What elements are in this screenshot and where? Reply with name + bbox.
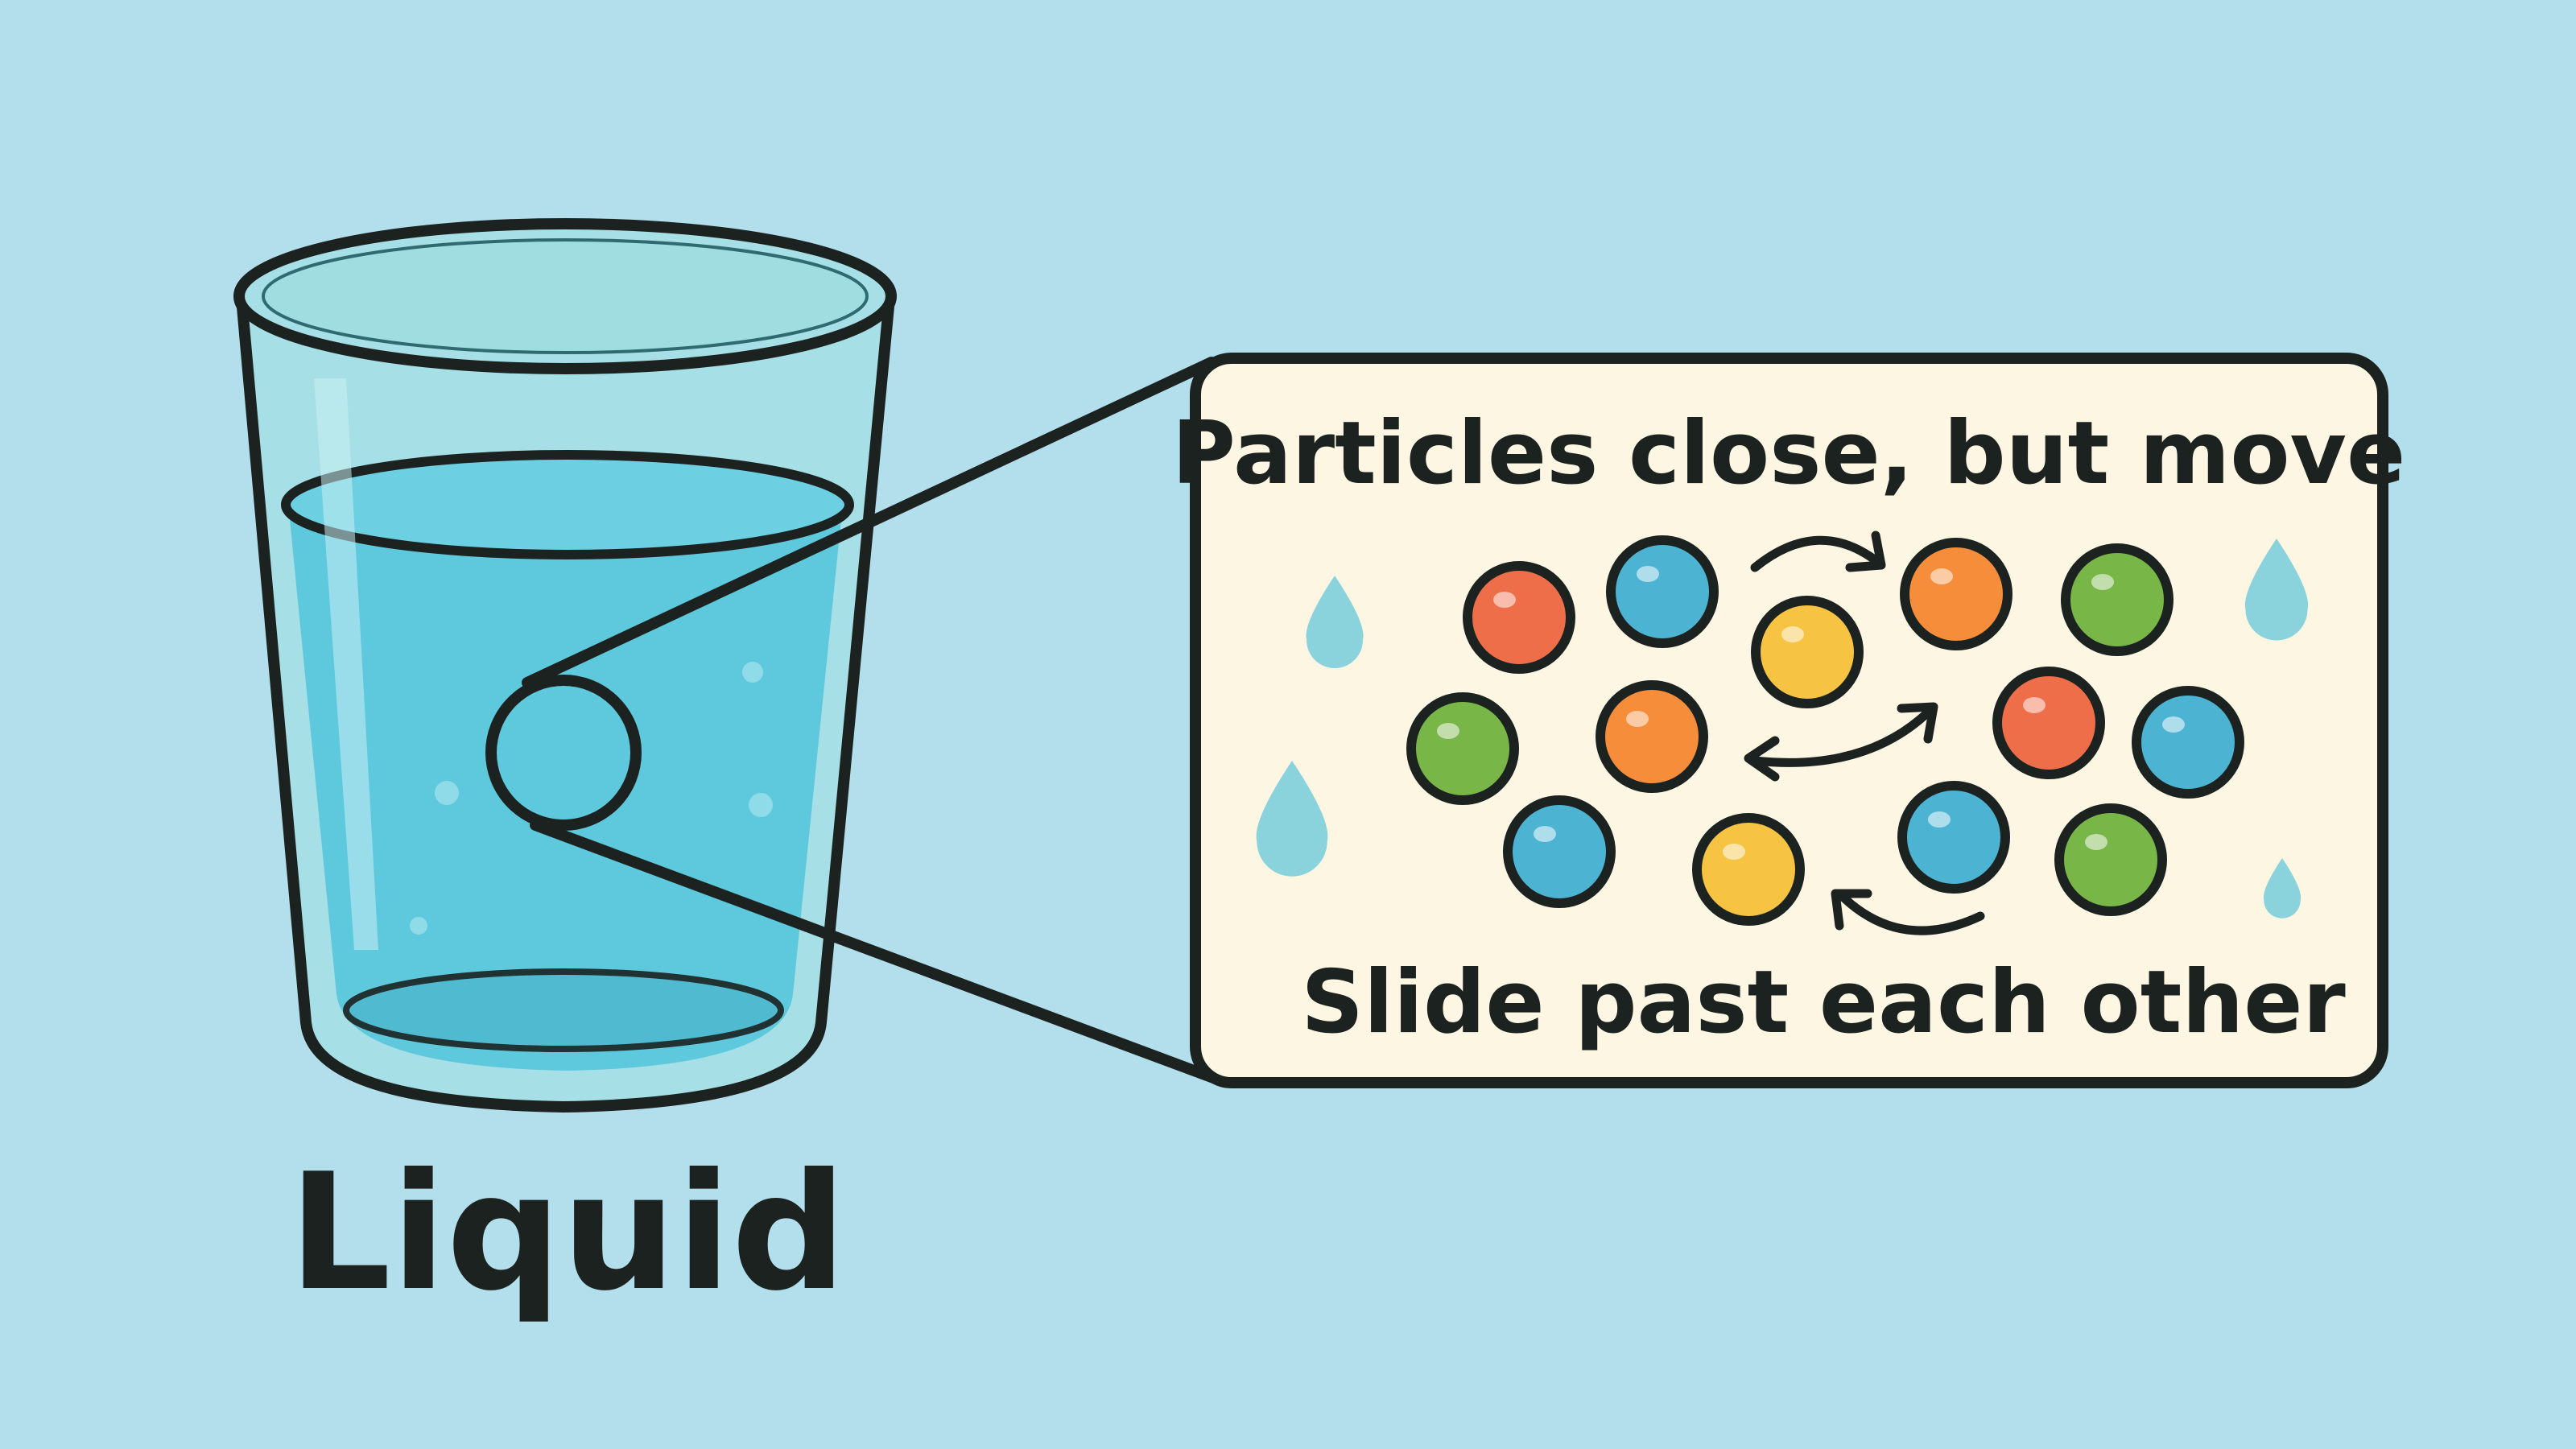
curved-arrow-icon <box>1750 535 1885 572</box>
curved-arrow-icon-head <box>1897 702 1938 744</box>
particle-highlight <box>1930 568 1953 584</box>
bubble <box>435 781 459 805</box>
curved-arrow-icon-head <box>1831 889 1872 931</box>
particle-highlight <box>1534 826 1556 842</box>
zoom-line-bottom <box>530 819 1221 1084</box>
glass-rim-inner <box>262 238 869 354</box>
glass-highlight <box>314 378 378 950</box>
water-surface <box>281 450 854 559</box>
zoom-line-top <box>522 357 1217 688</box>
particle-highlight <box>1928 811 1951 828</box>
particle-green <box>1406 692 1519 805</box>
particle-blue <box>1503 795 1616 908</box>
motion-arrows <box>1744 530 1985 935</box>
particle-green <box>2061 543 2174 656</box>
curved-arrow-icon-head <box>1744 736 1780 782</box>
particle-red <box>1992 667 2105 779</box>
particle-green <box>2054 803 2167 916</box>
particle-highlight <box>2023 697 2046 713</box>
particle-highlight <box>2085 834 2107 850</box>
curved-arrow-icon <box>1750 704 1937 767</box>
curved-arrow-icon <box>1835 889 1985 935</box>
zoom-circle <box>485 675 642 831</box>
bubble <box>410 917 427 935</box>
particle-highlight <box>1781 626 1804 642</box>
droplet-icon <box>2244 539 2309 641</box>
particle-highlight <box>1637 566 1659 582</box>
particle-yellow <box>1751 596 1864 708</box>
particle-highlight <box>1626 711 1649 727</box>
panel-caption: Slide past each other <box>1301 952 2346 1053</box>
particle-group <box>1406 535 2244 926</box>
bubble <box>742 662 763 683</box>
particle-red <box>1463 561 1575 674</box>
particle-orange <box>1596 680 1708 793</box>
glass-of-water <box>233 218 897 1113</box>
panel-title: Particles close, but move <box>1172 403 2405 504</box>
particle-highlight <box>2162 716 2185 733</box>
glass-bottom <box>343 968 784 1052</box>
particle-blue <box>1897 781 2010 894</box>
particle-blue <box>2132 686 2244 799</box>
particle-yellow <box>1692 813 1805 926</box>
particle-blue <box>1606 535 1719 648</box>
curved-arrow-icon-head <box>1845 530 1886 572</box>
particle-highlight <box>1437 723 1459 739</box>
droplet-icon <box>1256 761 1328 877</box>
bubble <box>749 793 773 817</box>
particle-highlight <box>1723 844 1745 860</box>
zoom-panel: Particles close, but move Slide past eac… <box>1172 353 2405 1088</box>
particle-highlight <box>1493 592 1516 608</box>
droplet-icon <box>1306 576 1364 668</box>
particle-highlight <box>2091 574 2114 590</box>
droplet-icon <box>2263 858 2301 919</box>
glass-label: Liquid <box>288 1139 846 1327</box>
particle-orange <box>1900 538 2013 650</box>
